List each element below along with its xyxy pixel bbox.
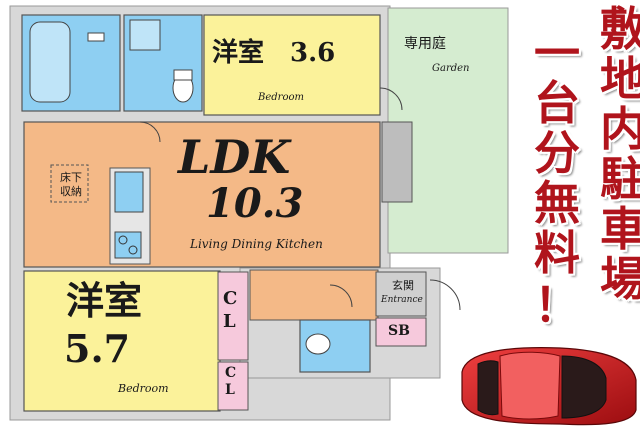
door-swing-2 <box>139 121 161 143</box>
closet-2 <box>217 361 249 411</box>
banner-char-12: ！ <box>534 278 580 332</box>
toilet-icon-2 <box>305 333 331 355</box>
stove-icon <box>114 231 142 259</box>
banner-char-8: 台 <box>534 76 580 130</box>
entrance-area <box>375 271 427 317</box>
banner-char-2: 地 <box>600 52 640 106</box>
banner-char-1: 敷 <box>600 2 640 56</box>
garden-sub: Garden <box>432 63 470 74</box>
bedroom-left-area <box>23 270 221 412</box>
shoe-box <box>375 317 427 347</box>
sink-icon <box>114 171 144 213</box>
bathtub-icon <box>29 21 71 103</box>
banner-char-6: 場 <box>600 252 640 306</box>
banner-char-5: 車 <box>600 202 640 256</box>
bedroom-top-area <box>203 14 381 116</box>
shoe-box-label: SB <box>388 323 410 339</box>
garden-title: 専用庭 <box>404 36 446 52</box>
underfloor-storage-label-1: 床下 <box>60 171 82 184</box>
closet-1 <box>217 271 249 361</box>
bedroom-top-sub: Bedroom <box>258 92 304 103</box>
hallway <box>249 269 379 321</box>
bedroom-left-sub: Bedroom <box>118 382 169 395</box>
closet-2-label: CL <box>225 365 237 398</box>
ldk-title: LDK <box>178 130 291 184</box>
banner-char-4: 駐 <box>600 152 640 206</box>
underfloor-storage-label-2: 収納 <box>60 185 82 198</box>
bedroom-top-size: 3.6 <box>290 38 336 68</box>
door-swing-1 <box>379 87 403 111</box>
closet-1-label: CL <box>223 288 238 332</box>
banner-char-10: 無 <box>534 176 580 230</box>
banner-char-3: 内 <box>600 102 640 156</box>
banner-char-9: 分 <box>534 126 580 180</box>
bedroom-top-title: 洋室 <box>212 38 265 68</box>
bedroom-left-size: 5.7 <box>64 326 131 371</box>
ldk-size: 10.3 <box>206 180 304 227</box>
door-swing-4 <box>429 279 461 311</box>
toilet-tank-icon <box>173 69 193 81</box>
underfloor-storage <box>50 164 89 203</box>
ldk-sub: Living Dining Kitchen <box>190 237 323 251</box>
washing-machine-icon <box>129 19 161 51</box>
entrance-title: 玄関 <box>392 279 414 292</box>
car-icon <box>461 347 637 426</box>
door-swing-3 <box>329 284 353 308</box>
window-ldk <box>381 121 413 203</box>
entrance-sub: Entrance <box>381 295 423 305</box>
banner-char-11: 料 <box>534 226 580 280</box>
faucet-icon <box>87 32 105 42</box>
banner-char-7: 一 <box>534 26 580 80</box>
bedroom-left-title: 洋室 <box>66 278 143 323</box>
